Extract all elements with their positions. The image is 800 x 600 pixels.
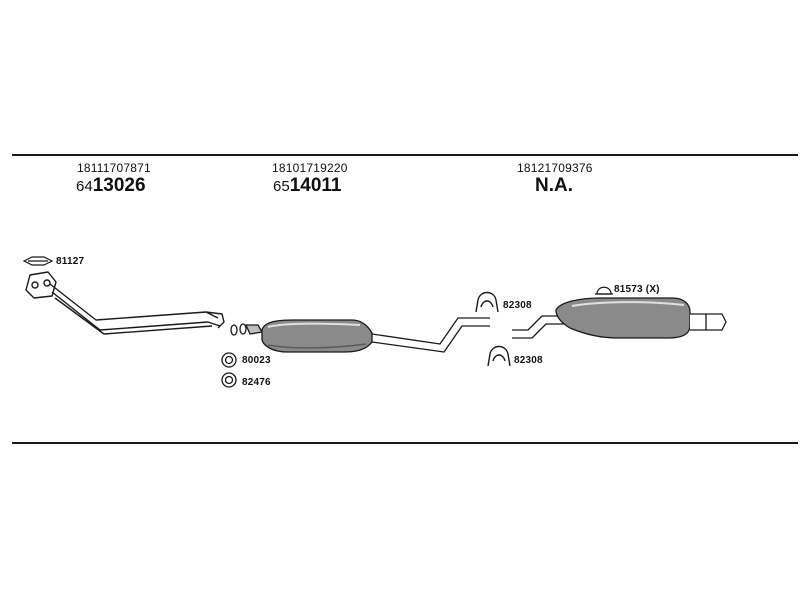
ring-icon [221, 372, 237, 388]
oe-number-rear-silencer: 18121709376 [517, 161, 593, 175]
label-gasket-front: 81127 [56, 256, 85, 267]
part-prefix: 64 [76, 178, 93, 195]
label-rubber-rear: 81573 (X) [614, 284, 660, 295]
hanger-icon [487, 345, 511, 367]
rubber-mount-icon [595, 286, 613, 295]
part-number: 14011 [289, 175, 342, 196]
rear-silencer [512, 297, 727, 339]
label-hanger-2: 82308 [514, 355, 543, 366]
part-number: 13026 [92, 175, 146, 196]
bottom-divider [12, 442, 798, 444]
top-divider [12, 154, 798, 156]
ring-icon [221, 352, 237, 368]
oe-number-front-pipe: 18111707871 [77, 161, 151, 175]
part-number-middle-silencer: 6514011 [273, 175, 341, 197]
oe-number-middle-silencer: 18101719220 [272, 161, 348, 175]
part-number-front-pipe: 6413026 [76, 175, 146, 197]
rear-silencer-not-available: N.A. [535, 175, 573, 196]
label-ring-1: 80023 [242, 355, 271, 366]
middle-silencer [230, 317, 490, 353]
gasket-icon [22, 256, 54, 266]
front-pipe [25, 271, 225, 335]
label-ring-2: 82476 [242, 377, 271, 388]
hanger-icon [475, 291, 499, 313]
part-prefix: 65 [273, 178, 290, 195]
label-hanger-1: 82308 [503, 300, 532, 311]
